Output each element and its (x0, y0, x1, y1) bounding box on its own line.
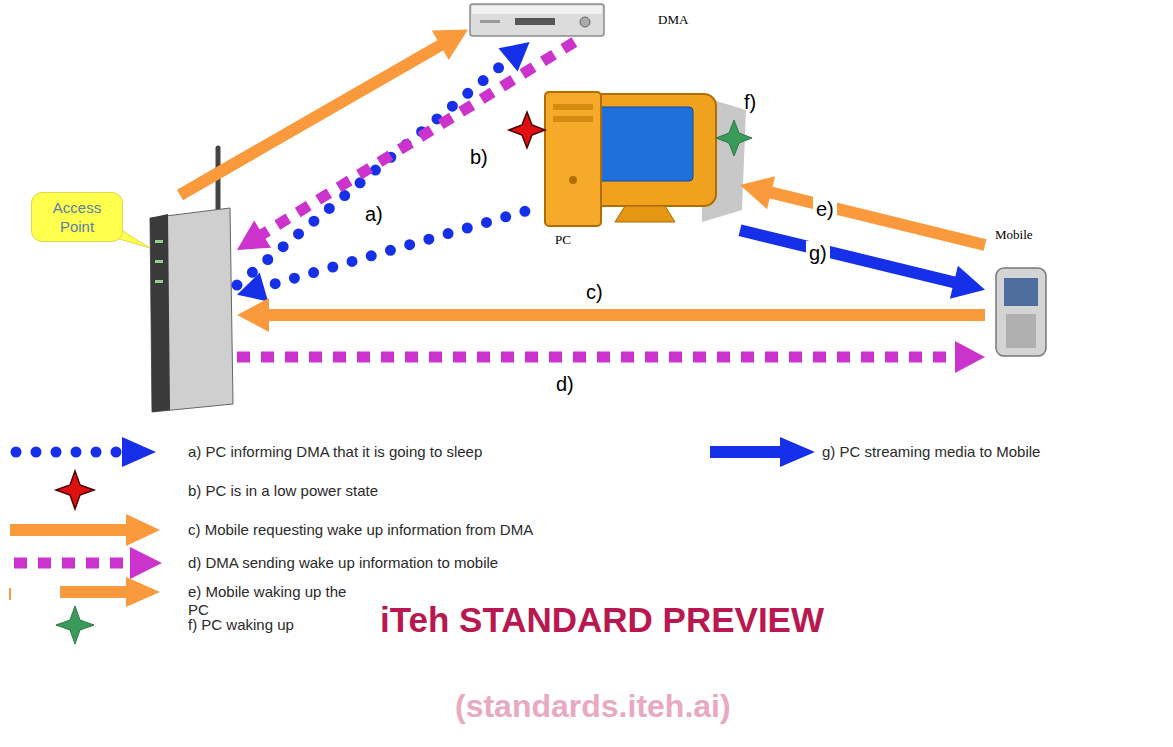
low-power-star (509, 112, 545, 148)
mobile-node: Mobile (985, 225, 1050, 360)
device-label: DMA (658, 12, 688, 28)
legend-text: b) PC is in a low power state (188, 482, 788, 500)
legend-sample-f (56, 606, 94, 644)
connector-line (262, 211, 525, 287)
legend-sample-a (16, 437, 156, 467)
dma-device (470, 4, 604, 36)
connector-line (237, 352, 957, 363)
pc-computer (545, 92, 746, 226)
legend-text: d) DMA sending wake up information to mo… (188, 554, 788, 572)
mobile-phone (996, 268, 1046, 356)
arrow-head (955, 341, 985, 373)
watermark: (standards.iteh.ai) (455, 688, 731, 725)
connector-line (267, 309, 985, 321)
legend-sample-d (14, 547, 162, 579)
connector-arrow (237, 341, 985, 373)
connector-arrow (740, 230, 985, 299)
edge-label: c) (583, 280, 606, 304)
callout-letter: b) (470, 145, 488, 169)
legend-text: f) PC waking up (188, 616, 368, 634)
watermark: iTeh STANDARD PREVIEW (380, 600, 824, 640)
access-point-node: Access Point (145, 195, 237, 412)
edge-label: d) (553, 372, 577, 396)
connector-line (740, 230, 956, 282)
edge-label: a) (362, 202, 386, 226)
arrow-head (237, 298, 269, 332)
edge-label: g) (806, 241, 830, 265)
arrow-head (432, 29, 468, 60)
arrow-head (237, 221, 271, 250)
connector-line (237, 59, 510, 285)
legend-sample-g (710, 437, 815, 467)
connector-arrow (237, 42, 574, 250)
device-label: PC (555, 232, 571, 248)
connector-arrow (237, 298, 985, 332)
legend-text: e) Mobile waking up the PC (188, 583, 368, 619)
arrow-head (950, 266, 985, 299)
pc-node: PC (515, 90, 740, 255)
legend-sample-c (10, 514, 160, 546)
arrow-head (740, 176, 775, 209)
edge-label: e) (813, 197, 837, 221)
wake-star (716, 120, 752, 156)
legend-text: c) Mobile requesting wake up information… (188, 521, 788, 539)
connector-arrow (180, 29, 468, 195)
legend-sample-b (56, 471, 94, 509)
legend-text: g) PC streaming media to Mobile (822, 443, 1162, 461)
callout-label: Access Point (31, 192, 123, 242)
connector-line (261, 42, 575, 235)
connector-line (180, 44, 442, 195)
connector-line (769, 192, 985, 245)
callout-letter: f) (744, 90, 756, 114)
device-label: Mobile (995, 227, 1033, 243)
legend-text: a) PC informing DMA that it is going to … (188, 443, 643, 461)
legend-sample-e (10, 577, 160, 607)
dma-node: DMA (468, 0, 608, 42)
